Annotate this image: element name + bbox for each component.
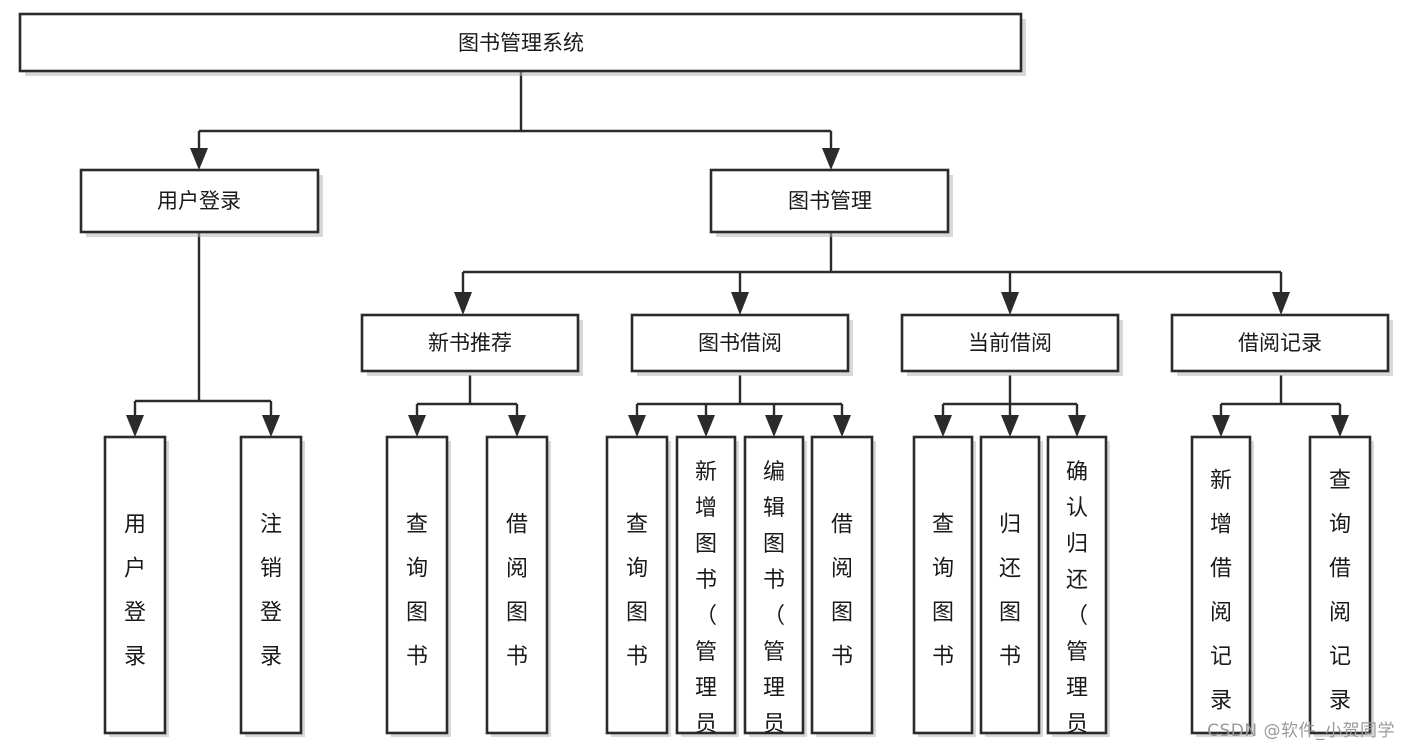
node-leaf-query-record[interactable]: 查询借阅记录 <box>1308 435 1374 737</box>
node-user-login[interactable]: 用户登录 <box>79 168 323 237</box>
node-leaf-add-record-box[interactable] <box>1190 435 1252 735</box>
node-leaf-query-book-2[interactable]: 查询图书 <box>605 435 671 737</box>
arrow-head-leaf-return-book <box>1001 415 1019 437</box>
edge-root-to-level2-bus <box>197 72 833 152</box>
connector-layer <box>126 72 1349 437</box>
node-leaf-confirm-return[interactable]: 确认归还（管理员） <box>1046 435 1110 747</box>
arrow-head-leaf-query-book-1 <box>408 415 426 437</box>
edge-user-login-to-leaves <box>133 232 273 418</box>
node-book-borrow-label: 图书借阅 <box>698 331 782 355</box>
node-leaf-confirm-return-box[interactable] <box>1046 435 1108 735</box>
node-leaf-borrow-book-1[interactable]: 借阅图书 <box>485 435 551 737</box>
arrow-head-leaf-add-record <box>1212 415 1230 437</box>
arrow-head-leaf-borrow-book-1 <box>508 415 526 437</box>
node-current-borrow-box[interactable] <box>900 313 1120 373</box>
arrow-head-borrow-record <box>1272 292 1290 315</box>
edge-current-borrow-to-leaves <box>941 375 1079 418</box>
node-book-borrow[interactable]: 图书借阅 <box>630 313 853 376</box>
node-current-borrow-label: 当前借阅 <box>968 331 1052 355</box>
node-leaf-borrow-book-2-label: 借阅图书 <box>831 512 853 669</box>
node-leaf-user-login[interactable]: 用户登录 <box>103 435 169 737</box>
node-leaf-edit-book-label: 编辑图书（管理员） <box>763 460 785 747</box>
node-new-book-recommend-box[interactable] <box>360 313 580 373</box>
node-leaf-borrow-book-2[interactable]: 借阅图书 <box>810 435 876 737</box>
node-book-manage-box[interactable] <box>709 168 950 234</box>
node-leaf-add-book-label: 新增图书（管理员） <box>695 460 717 747</box>
edge-borrow-record-to-leaves <box>1219 375 1342 418</box>
node-leaf-borrow-book-1-label: 借阅图书 <box>506 512 528 669</box>
node-leaf-user-logout-box[interactable] <box>239 435 303 735</box>
arrow-head-leaf-add-book <box>697 415 715 437</box>
node-user-login-label: 用户登录 <box>157 189 241 213</box>
arrow-head-leaf-user-logout <box>262 415 280 437</box>
arrow-head-current-borrow <box>1001 292 1019 315</box>
node-leaf-query-book-3-label: 查询图书 <box>932 512 954 669</box>
node-leaf-query-record-label: 查询借阅记录 <box>1329 468 1351 713</box>
node-leaf-edit-book-box[interactable] <box>743 435 805 735</box>
node-borrow-record-box[interactable] <box>1170 313 1390 373</box>
node-borrow-record-label: 借阅记录 <box>1238 331 1322 355</box>
node-root[interactable]: 图书管理系统 <box>18 12 1026 76</box>
arrow-head-user-login <box>190 148 208 170</box>
node-book-manage[interactable]: 图书管理 <box>709 168 953 237</box>
node-leaf-user-logout-label: 注销登录 <box>260 512 282 669</box>
node-leaf-confirm-return-label: 确认归还（管理员） <box>1066 460 1088 747</box>
node-book-borrow-box[interactable] <box>630 313 850 373</box>
node-leaf-query-book-2-box[interactable] <box>605 435 669 735</box>
arrow-head-new-book-recommend <box>454 292 472 315</box>
node-leaf-user-login-label: 用户登录 <box>124 512 146 669</box>
node-leaf-borrow-book-2-box[interactable] <box>810 435 874 735</box>
node-leaf-return-book-label: 归还图书 <box>999 512 1021 669</box>
arrow-head-book-manage <box>822 148 840 170</box>
arrow-head-leaf-query-book-2 <box>628 415 646 437</box>
edge-new-book-recommend-to-leaves <box>415 375 519 418</box>
node-leaf-return-book[interactable]: 归还图书 <box>979 435 1043 737</box>
node-leaf-return-book-box[interactable] <box>979 435 1041 735</box>
arrow-head-leaf-edit-book <box>765 415 783 437</box>
node-root-label: 图书管理系统 <box>458 31 584 55</box>
node-leaf-query-book-2-label: 查询图书 <box>626 512 648 669</box>
arrow-head-book-borrow <box>731 292 749 315</box>
node-leaf-user-logout[interactable]: 注销登录 <box>239 435 305 737</box>
node-leaf-query-book-3[interactable]: 查询图书 <box>912 435 976 737</box>
node-leaf-add-book-box[interactable] <box>675 435 737 735</box>
node-leaf-query-book-1[interactable]: 查询图书 <box>385 435 451 737</box>
node-leaf-query-book-1-box[interactable] <box>385 435 449 735</box>
node-new-book-recommend-label: 新书推荐 <box>428 331 512 355</box>
node-user-login-box[interactable] <box>79 168 320 234</box>
node-leaf-add-book[interactable]: 新增图书（管理员） <box>675 435 739 747</box>
leaf-node-layer: 用户登录 注销登录 查询图书 借阅图书 查询图书 新增图书（管理员） 编辑图书（管理员） 借阅… <box>103 435 1374 747</box>
arrow-head-leaf-query-record <box>1331 415 1349 437</box>
node-leaf-query-book-3-box[interactable] <box>912 435 974 735</box>
node-leaf-query-record-box[interactable] <box>1308 435 1372 735</box>
node-new-book-recommend[interactable]: 新书推荐 <box>360 313 583 376</box>
node-borrow-record[interactable]: 借阅记录 <box>1170 313 1393 376</box>
node-leaf-add-record[interactable]: 新增借阅记录 <box>1190 435 1254 737</box>
node-current-borrow[interactable]: 当前借阅 <box>900 313 1123 376</box>
arrow-head-leaf-borrow-book-2 <box>833 415 851 437</box>
node-leaf-user-login-box[interactable] <box>103 435 167 735</box>
node-root-box[interactable] <box>18 12 1023 73</box>
node-leaf-edit-book[interactable]: 编辑图书（管理员） <box>743 435 807 747</box>
node-book-manage-label: 图书管理 <box>788 189 872 213</box>
arrow-head-leaf-query-book-3 <box>934 415 952 437</box>
node-leaf-query-book-1-label: 查询图书 <box>406 512 428 669</box>
edge-book-manage-to-level3-bus <box>461 232 1283 296</box>
node-leaf-add-record-label: 新增借阅记录 <box>1210 468 1232 713</box>
arrow-head-leaf-confirm-return <box>1068 415 1086 437</box>
node-leaf-borrow-book-1-box[interactable] <box>485 435 549 735</box>
arrow-head-leaf-user-login <box>126 415 144 437</box>
edge-book-borrow-to-leaves <box>635 375 844 418</box>
